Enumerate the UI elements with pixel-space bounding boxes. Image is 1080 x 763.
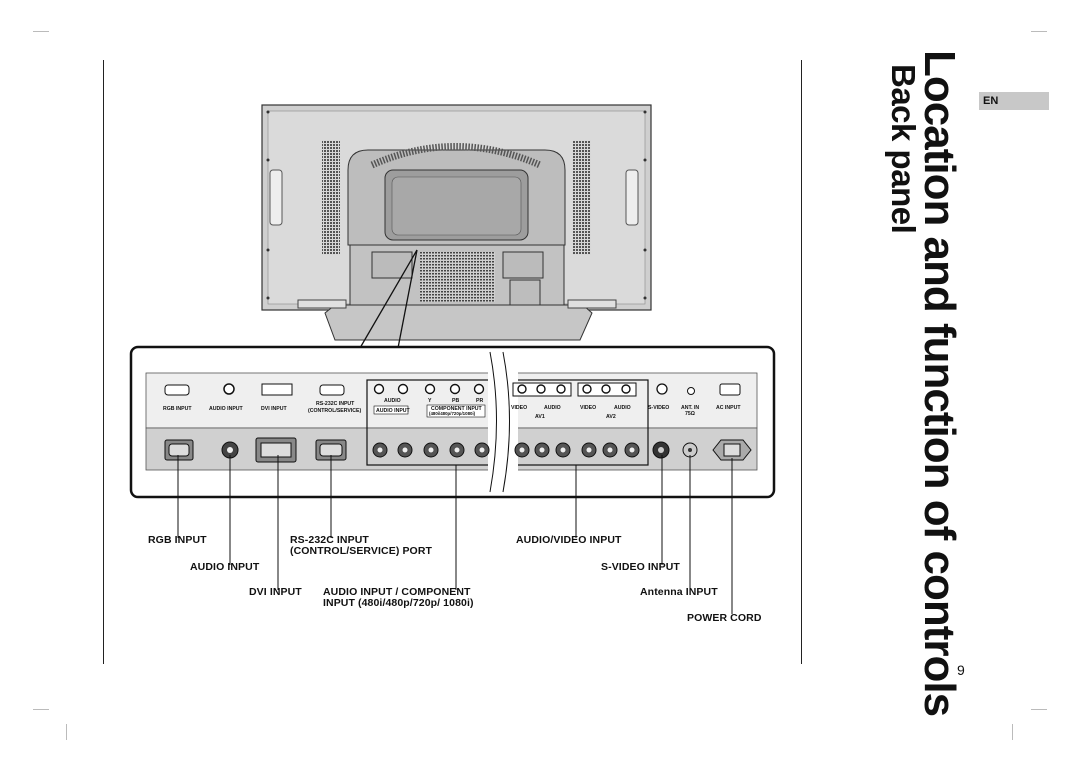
callout-s-video-input: S-VIDEO INPUT — [601, 561, 680, 573]
callout-rgb-input: RGB INPUT — [148, 534, 207, 546]
panel-label-audio-1: AUDIO — [544, 405, 561, 411]
callout-rs232c-line1: RS-232C INPUT — [290, 534, 369, 546]
panel-label-component: COMPONENT INPUT — [431, 406, 483, 412]
panel-label-ant-ohm: 75Ω — [685, 411, 695, 417]
panel-label-rgb-input: RGB INPUT — [163, 406, 192, 412]
panel-label-av2: AV2 — [606, 414, 616, 420]
panel-label-control-service: (CONTROL/SERVICE) — [308, 408, 361, 414]
crop-mark — [1012, 724, 1013, 740]
connector-panel-zoom: RGB INPUT AUDIO INPUT DVI INPUT RS-232C … — [129, 345, 776, 499]
callout-audio-component-line1: AUDIO INPUT / COMPONENT — [323, 586, 471, 598]
panel-label-y: Y — [428, 398, 432, 404]
tv-rear-body — [261, 104, 652, 341]
right-column-rule — [801, 60, 802, 664]
callout-audio-component-line2: INPUT (480i/480p/720p/ 1080i) — [323, 597, 474, 609]
panel-label-s-video: S-VIDEO — [648, 405, 669, 411]
panel-label-component-formats: (480i/480p/720p/1080i) — [429, 411, 476, 416]
crop-mark — [66, 724, 67, 740]
panel-label-audio-input: AUDIO INPUT — [209, 406, 244, 412]
page-subtitle: Back panel — [885, 64, 922, 234]
crop-mark — [1031, 709, 1047, 710]
panel-label-av1: AV1 — [535, 414, 545, 420]
left-column-rule — [103, 60, 104, 664]
callout-power-cord: POWER CORD — [687, 612, 762, 624]
panel-label-audio-lr: AUDIO — [384, 398, 401, 404]
callout-audio-input: AUDIO INPUT — [190, 561, 260, 573]
panel-label-ac-input: AC INPUT — [716, 405, 741, 411]
panel-label-video-2: VIDEO — [580, 405, 596, 411]
panel-label-video-1: VIDEO — [511, 405, 527, 411]
panel-label-rs232c: RS-232C INPUT — [316, 401, 355, 407]
panel-label-ant-in: ANT. IN — [681, 405, 699, 411]
crop-mark — [33, 709, 49, 710]
panel-label-pb: PB — [452, 398, 459, 404]
language-tab: EN — [979, 92, 1049, 110]
crop-mark — [33, 31, 49, 32]
crop-mark — [1031, 31, 1047, 32]
callout-antenna-input: Antenna INPUT — [640, 586, 718, 598]
panel-label-pr: PR — [476, 398, 483, 404]
panel-label-audio-input-box: AUDIO INPUT — [376, 408, 411, 414]
callout-dvi-input: DVI INPUT — [249, 586, 302, 598]
back-panel-illustration: RGB INPUT AUDIO INPUT DVI INPUT RS-232C … — [129, 104, 776, 614]
page-number: 9 — [957, 662, 965, 678]
panel-label-dvi-input: DVI INPUT — [261, 406, 287, 412]
callout-rs232c-line2: (CONTROL/SERVICE) PORT — [290, 545, 433, 557]
leader-lines — [177, 455, 733, 614]
callout-audio-video-input: AUDIO/VIDEO INPUT — [516, 534, 622, 546]
panel-label-audio-2: AUDIO — [614, 405, 631, 411]
title-block: Location and function of controls Back p… — [885, 50, 972, 716]
